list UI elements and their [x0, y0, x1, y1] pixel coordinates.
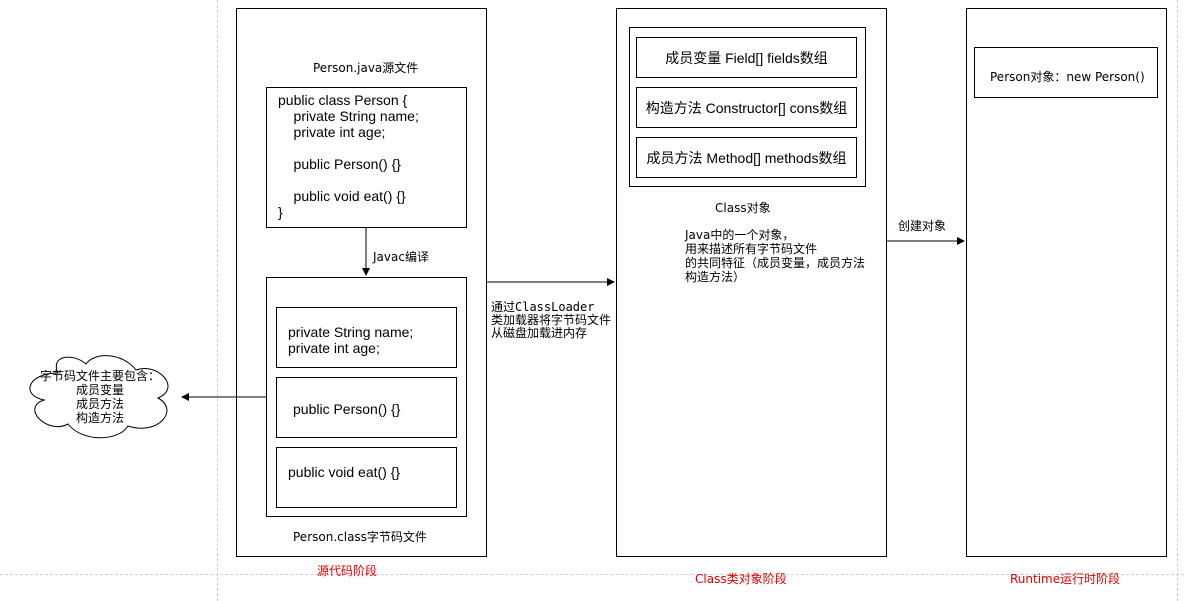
classloader-line-1: 通过ClassLoader	[491, 300, 595, 314]
class-description-line-3: 的共同特征（成员变量，成员方法	[685, 256, 866, 270]
class-file-label: Person.class字节码文件	[293, 530, 427, 544]
classloader-line-2: 类加载器将字节码文件	[491, 313, 612, 327]
person-object-box: Person对象：new Person()	[974, 47, 1158, 98]
grid-line	[0, 574, 1184, 575]
class-stage-title: Class类对象阶段	[695, 572, 787, 586]
class-method-box: public void eat() {}	[276, 447, 457, 508]
classloader-note: 通过ClassLoader 类加载器将字节码文件 从磁盘加载进内存	[491, 301, 611, 340]
person-object-text: Person对象：new Person()	[990, 70, 1145, 84]
class-description-line-2: 用来描述所有字节码文件	[685, 242, 818, 256]
class-fields-text: private String name; private int age;	[288, 324, 414, 356]
compile-label: Javac编译	[373, 250, 429, 264]
grid-line	[217, 0, 218, 601]
cloud-text: 字节码文件主要包含： 成员变量 成员方法 构造方法	[14, 369, 186, 425]
methods-array-box: 成员方法 Method[] methods数组	[636, 137, 857, 178]
fields-array-box: 成员变量 Field[] fields数组	[636, 37, 857, 78]
class-description-line-4: 构造方法）	[685, 270, 746, 284]
source-stage-title: 源代码阶段	[317, 564, 378, 578]
grid-line	[1177, 0, 1178, 601]
create-object-label: 创建对象	[898, 219, 947, 233]
java-source-code: public class Person { private String nam…	[278, 92, 419, 220]
constructors-array-text: 构造方法 Constructor[] cons数组	[645, 100, 848, 116]
methods-array-text: 成员方法 Method[] methods数组	[646, 150, 847, 166]
java-file-label: Person.java源文件	[313, 61, 419, 75]
constructors-array-box: 构造方法 Constructor[] cons数组	[636, 87, 857, 128]
runtime-stage-title: Runtime运行时阶段	[1010, 572, 1121, 586]
class-constructor-text: public Person() {}	[293, 401, 401, 417]
java-source-box: public class Person { private String nam…	[266, 87, 467, 228]
class-fields-box: private String name; private int age;	[276, 307, 457, 368]
class-description-line-1: Java中的一个对象，	[685, 228, 795, 242]
class-object-label: Class对象	[715, 201, 771, 215]
cloud-title: 字节码文件主要包含：	[39, 369, 160, 383]
cloud-shape	[29, 355, 169, 439]
cloud-line-fields: 成员变量	[75, 383, 124, 397]
runtime-stage-panel	[966, 8, 1167, 557]
classloader-line-3: 从磁盘加载进内存	[491, 326, 588, 340]
class-description: Java中的一个对象， 用来描述所有字节码文件 的共同特征（成员变量，成员方法 …	[685, 228, 865, 284]
cloud-line-methods: 成员方法	[75, 397, 124, 411]
fields-array-text: 成员变量 Field[] fields数组	[665, 50, 828, 66]
class-constructor-box: public Person() {}	[276, 377, 457, 438]
class-method-text: public void eat() {}	[288, 464, 401, 480]
cloud-line-constructors: 构造方法	[75, 411, 124, 425]
